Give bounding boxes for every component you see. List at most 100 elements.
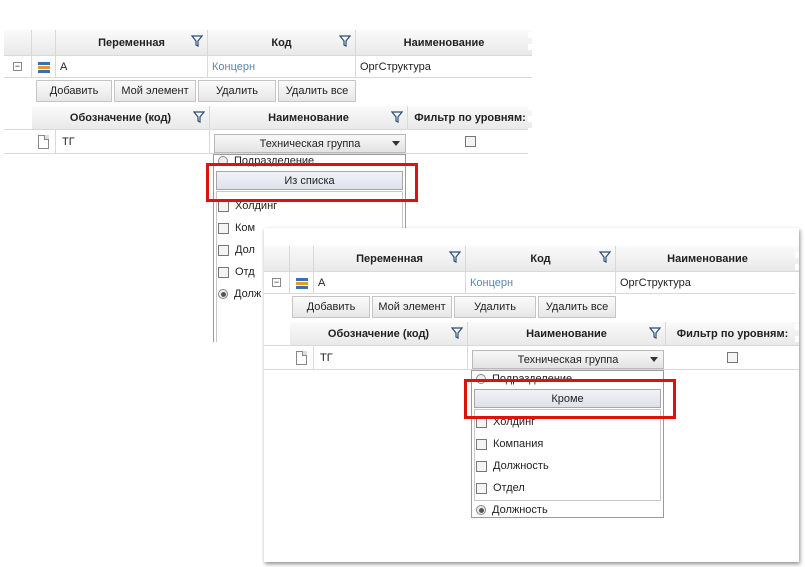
cell-name[interactable]: ОргСтруктура xyxy=(356,56,532,77)
cell-code[interactable]: Концерн xyxy=(466,272,616,293)
outer-grid-row[interactable]: − А Концерн ОргСтруктура xyxy=(4,56,532,78)
expander-cell: − xyxy=(4,56,32,77)
radio-position[interactable]: Долж xyxy=(218,288,261,300)
header-spacer xyxy=(32,30,56,55)
checkbox-holding-label: Холдинг xyxy=(493,416,536,428)
column-level-filter[interactable]: Фильтр по уровням: xyxy=(408,106,532,129)
torn-edge xyxy=(795,228,799,562)
radio-selected-icon[interactable] xyxy=(218,289,228,299)
checkbox-icon[interactable] xyxy=(218,244,229,256)
radio-selected-icon[interactable] xyxy=(476,505,486,515)
column-variable-label: Переменная xyxy=(98,36,165,49)
name-combobox[interactable]: Техническая группа xyxy=(214,134,406,153)
checkbox-company[interactable]: Компания xyxy=(476,438,543,450)
chevron-down-icon[interactable] xyxy=(392,141,400,146)
delete-all-button[interactable]: Удалить все xyxy=(278,80,356,102)
mode-select[interactable]: Из списка xyxy=(216,171,403,190)
checkbox-department-label: Отдел xyxy=(493,482,525,494)
name-combobox[interactable]: Техническая группа xyxy=(472,350,664,369)
document-icon xyxy=(296,350,307,365)
column-variable[interactable]: Переменная xyxy=(314,246,466,271)
column-code[interactable]: Код xyxy=(466,246,616,271)
column-inner-name-label: Наименование xyxy=(526,327,607,340)
inner-grid-row[interactable]: ТГ xyxy=(264,346,799,370)
cell-name[interactable]: ОргСтруктура xyxy=(616,272,799,293)
mode-select[interactable]: Кроме xyxy=(474,389,661,408)
column-level-filter[interactable]: Фильтр по уровням: xyxy=(666,322,799,345)
column-inner-name[interactable]: Наименование xyxy=(210,106,408,129)
cell-code[interactable]: Концерн xyxy=(208,56,356,77)
filter-icon[interactable] xyxy=(391,111,403,123)
column-name[interactable]: Наименование xyxy=(616,246,799,271)
checkbox-position[interactable]: Дол xyxy=(218,244,255,256)
column-code[interactable]: Код xyxy=(208,30,356,55)
combobox-value: Техническая группа xyxy=(517,353,619,366)
code-link[interactable]: Концерн xyxy=(212,60,256,73)
column-variable[interactable]: Переменная xyxy=(56,30,208,55)
my-element-button[interactable]: Мой элемент xyxy=(372,296,452,318)
checkbox-company[interactable]: Ком xyxy=(218,222,255,234)
filter-icon[interactable] xyxy=(449,251,461,263)
filter-icon[interactable] xyxy=(193,111,205,123)
filter-icon[interactable] xyxy=(599,251,611,263)
add-button[interactable]: Добавить xyxy=(292,296,370,318)
level-filter-checkbox[interactable] xyxy=(464,136,476,147)
checkbox-position[interactable]: Должность xyxy=(476,460,549,472)
delete-button[interactable]: Удалить xyxy=(454,296,536,318)
collapse-icon[interactable]: − xyxy=(272,277,281,287)
cell-level-filter[interactable] xyxy=(408,130,532,153)
column-designation-label: Обозначение (код) xyxy=(327,327,430,340)
filter-icon[interactable] xyxy=(339,35,351,47)
column-designation[interactable]: Обозначение (код) xyxy=(290,322,468,345)
checkbox-icon[interactable] xyxy=(218,222,229,234)
radio-position[interactable]: Должность xyxy=(476,504,548,516)
outer-grid-header: Переменная Код Наименование xyxy=(4,30,532,56)
column-inner-name-label: Наименование xyxy=(268,111,349,124)
designation-value: ТГ xyxy=(62,135,75,148)
column-variable-label: Переменная xyxy=(356,252,423,265)
checkbox-list xyxy=(474,409,661,501)
mode-select-value: Из списка xyxy=(284,174,335,187)
designation-value: ТГ xyxy=(320,351,333,364)
delete-all-button[interactable]: Удалить все xyxy=(538,296,616,318)
filter-icon[interactable] xyxy=(191,35,203,47)
chevron-down-icon[interactable] xyxy=(650,357,658,362)
radio-position-label: Должность xyxy=(492,504,548,516)
inner-grid-row[interactable]: ТГ xyxy=(4,130,532,154)
checkbox-department[interactable]: Отдел xyxy=(476,482,525,494)
checkbox-icon[interactable] xyxy=(218,200,229,212)
torn-edge xyxy=(528,20,532,342)
cell-variable[interactable]: А xyxy=(56,56,208,77)
checkbox-position-label: Должность xyxy=(493,460,549,472)
column-designation[interactable]: Обозначение (код) xyxy=(32,106,210,129)
my-element-button[interactable]: Мой элемент xyxy=(114,80,196,102)
checkbox-icon[interactable] xyxy=(476,482,487,494)
checkbox-holding[interactable]: Холдинг xyxy=(476,416,535,428)
add-button[interactable]: Добавить xyxy=(36,80,112,102)
level-filter-checkbox[interactable] xyxy=(727,352,738,363)
header-spacer xyxy=(290,246,314,271)
column-inner-name[interactable]: Наименование xyxy=(468,322,666,345)
cell-designation[interactable]: ТГ xyxy=(314,346,468,369)
cell-variable[interactable]: А xyxy=(314,272,466,293)
column-name-label: Наименование xyxy=(667,252,748,265)
outer-grid-row[interactable]: − А Концерн ОргСтруктура xyxy=(264,272,799,294)
filter-icon[interactable] xyxy=(451,327,463,339)
header-spacer xyxy=(264,246,290,271)
checkbox-icon[interactable] xyxy=(476,460,487,472)
column-name[interactable]: Наименование xyxy=(356,30,532,55)
checkbox-icon[interactable] xyxy=(476,438,487,450)
screenshot-except-mode: Переменная Код Наименование − А Концерн … xyxy=(264,228,799,562)
collapse-icon[interactable]: − xyxy=(13,61,22,71)
cell-level-filter[interactable] xyxy=(666,346,799,369)
column-level-filter-label: Фильтр по уровням: xyxy=(676,327,789,340)
code-link[interactable]: Концерн xyxy=(470,276,514,289)
tree-icon-cell xyxy=(290,272,314,293)
checkbox-department-label: Отд xyxy=(235,266,255,278)
delete-button[interactable]: Удалить xyxy=(198,80,276,102)
cell-designation[interactable]: ТГ xyxy=(56,130,210,153)
checkbox-icon[interactable] xyxy=(218,266,229,278)
checkbox-department[interactable]: Отд xyxy=(218,266,255,278)
filter-icon[interactable] xyxy=(649,327,661,339)
expander-cell: − xyxy=(264,272,290,293)
